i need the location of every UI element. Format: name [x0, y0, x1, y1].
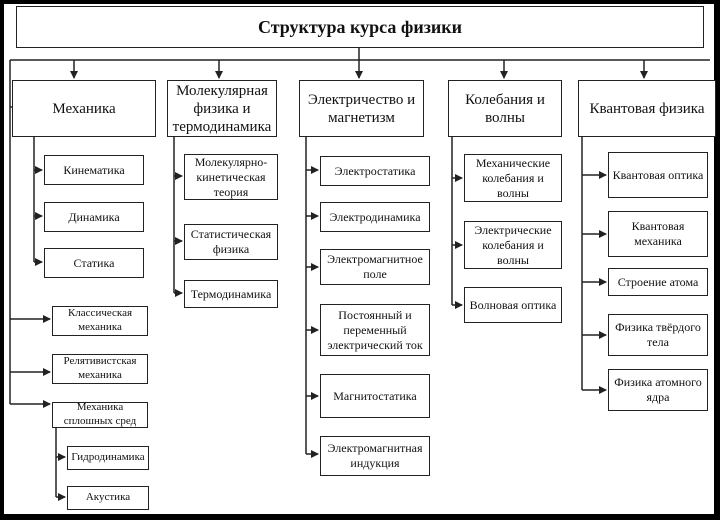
item-acoustics: Акустика: [67, 486, 149, 510]
item-electric-current: Постоянный и переменный электрический то…: [320, 304, 430, 356]
section-molecular: Молекулярная физика и термодинамика: [167, 80, 277, 137]
item-continuum-mechanics: Механика сплошных сред: [52, 401, 148, 428]
item-relativistic-mechanics: Релятивистская механика: [52, 354, 148, 384]
item-electrical-oscillations: Электрические колебания и волны: [464, 221, 562, 269]
item-quantum-mechanics: Квантовая механика: [608, 211, 708, 257]
item-quantum-optics: Квантовая оптика: [608, 152, 708, 198]
item-statistical-physics: Статистическая физика: [184, 224, 278, 260]
item-atomic-structure: Строение атома: [608, 268, 708, 296]
item-electrostatics: Электростатика: [320, 156, 430, 186]
section-oscillations: Колебания и волны: [448, 80, 562, 137]
connector-lines: [9, 48, 710, 501]
item-em-induction: Электромагнитная индукция: [320, 436, 430, 476]
item-solid-state-physics: Физика твёрдого тела: [608, 314, 708, 356]
item-dynamics: Динамика: [44, 202, 144, 232]
section-mechanics: Механика: [12, 80, 156, 137]
diagram-canvas: Структура курса физики Механика Молекуля…: [4, 4, 716, 514]
item-magnetostatics: Магнитостатика: [320, 374, 430, 418]
item-mechanical-oscillations: Механические колебания и волны: [464, 154, 562, 202]
item-em-field: Электромагнитное поле: [320, 249, 430, 285]
item-hydrodynamics: Гидродинамика: [67, 446, 149, 470]
item-wave-optics: Волновая оптика: [464, 287, 562, 323]
section-quantum: Квантовая физика: [578, 80, 716, 137]
diagram-title: Структура курса физики: [16, 6, 704, 48]
item-thermodynamics: Термодинамика: [184, 280, 278, 308]
item-molecular-kinetic-theory: Молекулярно-кинетическая теория: [184, 154, 278, 200]
item-classical-mechanics: Классическая механика: [52, 306, 148, 336]
item-electrodynamics: Электродинамика: [320, 202, 430, 232]
item-statics: Статика: [44, 248, 144, 278]
section-electricity: Электричество и магнетизм: [299, 80, 424, 137]
item-nuclear-physics: Физика атомного ядра: [608, 369, 708, 411]
item-kinematics: Кинематика: [44, 155, 144, 185]
